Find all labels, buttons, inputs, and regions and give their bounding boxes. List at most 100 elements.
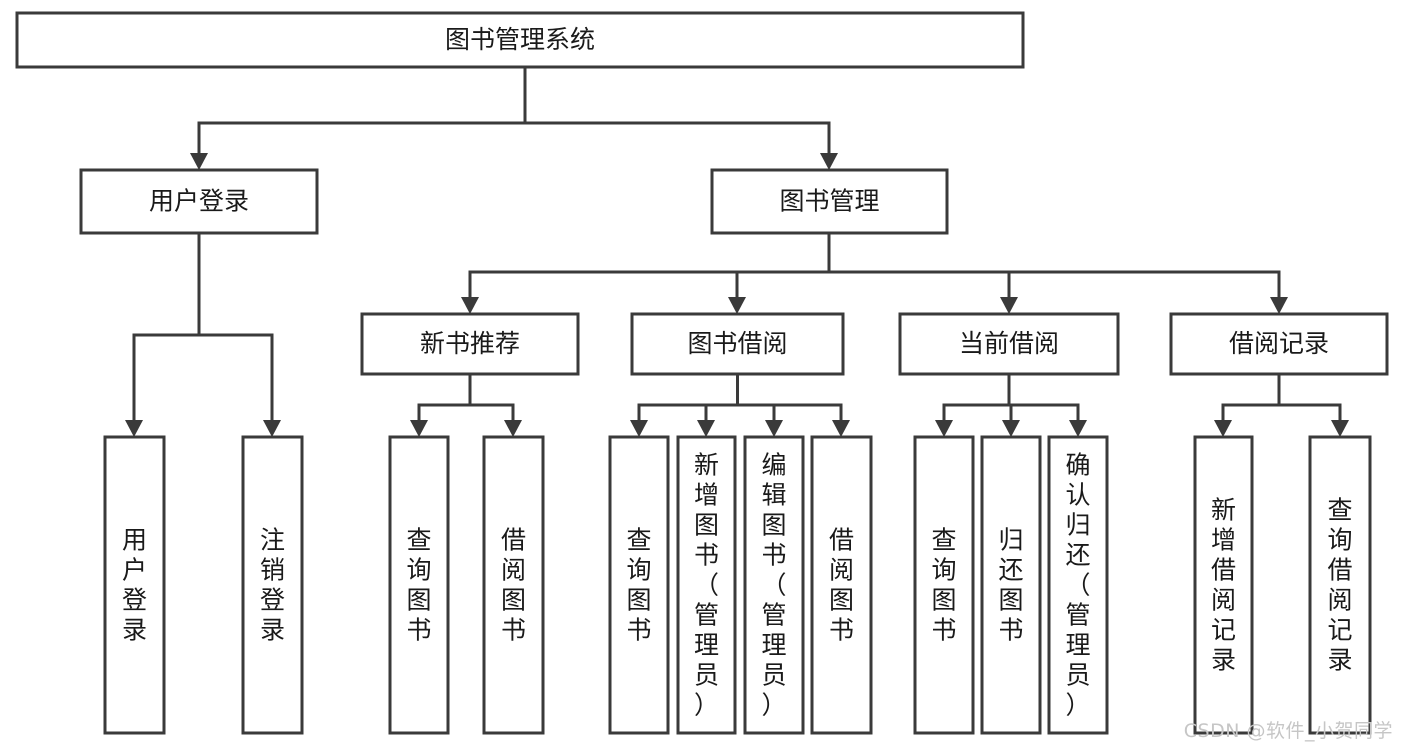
- arrow-head-icon: [1270, 297, 1288, 314]
- leaf-node-12[interactable]: 查询借阅记录: [1308, 435, 1372, 735]
- connector-当前借阅-to-确认归还（管理员）: [1009, 403, 1087, 437]
- arrow-head-icon: [820, 153, 838, 170]
- level3-node-3[interactable]: 借阅记录: [1169, 312, 1389, 376]
- level2-node-0[interactable]: 用户登录: [79, 168, 319, 235]
- arrow-head-icon: [1069, 420, 1087, 437]
- level2-node-1-label: 图书管理: [779, 187, 879, 216]
- nodes-layer: 图书管理系统用户登录图书管理新书推荐图书借阅当前借阅借阅记录用户登录注销登录查询…: [15, 11, 1389, 735]
- leaf-node-12-box[interactable]: [1308, 435, 1372, 735]
- level3-node-2-label: 当前借阅: [959, 329, 1059, 358]
- leaf-node-9-box[interactable]: [980, 435, 1042, 735]
- arrow-head-icon: [832, 420, 850, 437]
- leaf-node-2-label: 查询图书: [406, 525, 431, 644]
- arrow-head-icon: [765, 420, 783, 437]
- connector-用户登录-to-注销登录: [199, 333, 281, 437]
- connector-当前借阅-to-查询图书: [935, 403, 1009, 437]
- leaf-node-11[interactable]: 新增借阅记录: [1193, 435, 1254, 735]
- leaf-node-0-box[interactable]: [103, 435, 166, 735]
- level3-node-1-box[interactable]: [630, 312, 845, 376]
- leaf-node-3[interactable]: 借阅图书: [482, 435, 545, 735]
- connector-新书推荐-to-借阅图书: [470, 403, 522, 437]
- level3-node-0[interactable]: 新书推荐: [360, 312, 580, 376]
- connector-用户登录-to-用户登录叶: [125, 333, 199, 437]
- connector-line: [737, 403, 843, 420]
- arrow-head-icon: [697, 420, 715, 437]
- leaf-node-7-label: 借阅图书: [829, 525, 854, 644]
- arrow-head-icon: [935, 420, 953, 437]
- arrow-head-icon: [461, 297, 479, 314]
- level3-node-1-label: 图书借阅: [687, 329, 787, 358]
- leaf-node-4[interactable]: 查询图书: [608, 435, 670, 735]
- level2-node-0-box[interactable]: [79, 168, 319, 235]
- connector-图书借阅-to-查询图书: [630, 403, 737, 437]
- leaf-node-11-label: 新增借阅记录: [1211, 495, 1236, 674]
- connector-line: [470, 403, 515, 420]
- root-node-book-management-system[interactable]: 图书管理系统: [15, 11, 1025, 69]
- connector-line: [468, 270, 829, 297]
- leaf-node-8[interactable]: 查询图书: [913, 435, 975, 735]
- leaf-node-0[interactable]: 用户登录: [103, 435, 166, 735]
- level2-node-1-box[interactable]: [710, 168, 949, 235]
- connector-line: [199, 333, 274, 420]
- leaf-node-6-box[interactable]: [743, 435, 805, 735]
- leaf-node-8-box[interactable]: [913, 435, 975, 735]
- connector-line: [132, 333, 199, 420]
- leaf-node-2-box[interactable]: [388, 435, 450, 735]
- leaf-node-3-box[interactable]: [482, 435, 545, 735]
- arrow-head-icon: [125, 420, 143, 437]
- connector-图书管理-to-借阅记录: [829, 270, 1288, 314]
- connectors-layer: [125, 67, 1349, 437]
- leaf-node-1-label: 注销登录: [260, 525, 285, 644]
- leaf-node-10[interactable]: 确认归还（管理员）: [1047, 435, 1109, 735]
- arrow-head-icon: [728, 297, 746, 314]
- leaf-node-10-label: 确认归还（管理员）: [1065, 450, 1090, 719]
- arrow-head-icon: [1000, 297, 1018, 314]
- connector-line: [1221, 403, 1279, 420]
- root-node-book-management-system-box[interactable]: [15, 11, 1025, 69]
- arrow-head-icon: [410, 420, 428, 437]
- arrow-head-icon: [263, 420, 281, 437]
- leaf-node-12-label: 查询借阅记录: [1327, 495, 1352, 674]
- level3-node-3-label: 借阅记录: [1229, 329, 1329, 358]
- connector-line: [1009, 403, 1013, 420]
- connector-图书管理系统-to-图书管理: [525, 121, 838, 170]
- leaf-node-5-box[interactable]: [676, 435, 737, 735]
- level3-node-0-label: 新书推荐: [420, 329, 520, 358]
- connector-新书推荐-to-查询图书: [410, 403, 470, 437]
- leaf-node-4-box[interactable]: [608, 435, 670, 735]
- leaf-node-0-label: 用户登录: [122, 525, 147, 644]
- connector-图书管理-to-当前借阅: [829, 270, 1018, 314]
- leaf-node-9-label: 归还图书: [998, 525, 1023, 644]
- level2-node-0-label: 用户登录: [149, 187, 249, 216]
- leaf-node-6[interactable]: 编辑图书（管理员）: [743, 435, 805, 735]
- arrow-head-icon: [1331, 420, 1349, 437]
- connector-当前借阅-to-归还图书: [1002, 403, 1020, 437]
- level3-node-0-box[interactable]: [360, 312, 580, 376]
- connector-图书管理-to-图书借阅: [728, 270, 829, 314]
- level2-node-1[interactable]: 图书管理: [710, 168, 949, 235]
- level3-node-3-box[interactable]: [1169, 312, 1389, 376]
- leaf-node-1-box[interactable]: [241, 435, 304, 735]
- connector-line: [197, 121, 525, 153]
- leaf-node-2[interactable]: 查询图书: [388, 435, 450, 735]
- leaf-node-8-label: 查询图书: [931, 525, 956, 644]
- level3-node-2[interactable]: 当前借阅: [898, 312, 1120, 376]
- leaf-node-5[interactable]: 新增图书（管理员）: [676, 435, 737, 735]
- leaf-node-9[interactable]: 归还图书: [980, 435, 1042, 735]
- leaf-node-7-box[interactable]: [810, 435, 873, 735]
- leaf-node-4-label: 查询图书: [626, 525, 651, 644]
- leaf-node-1[interactable]: 注销登录: [241, 435, 304, 735]
- leaf-node-10-box[interactable]: [1047, 435, 1109, 735]
- connector-line: [417, 403, 470, 420]
- connector-line: [735, 270, 829, 297]
- root-node-book-management-system-label: 图书管理系统: [445, 25, 595, 54]
- connector-line: [525, 121, 831, 153]
- leaf-node-11-box[interactable]: [1193, 435, 1254, 735]
- level3-node-1[interactable]: 图书借阅: [630, 312, 845, 376]
- connector-line: [737, 403, 776, 420]
- level3-node-2-box[interactable]: [898, 312, 1120, 376]
- connector-图书管理-to-新书推荐: [461, 270, 829, 314]
- leaf-node-7[interactable]: 借阅图书: [810, 435, 873, 735]
